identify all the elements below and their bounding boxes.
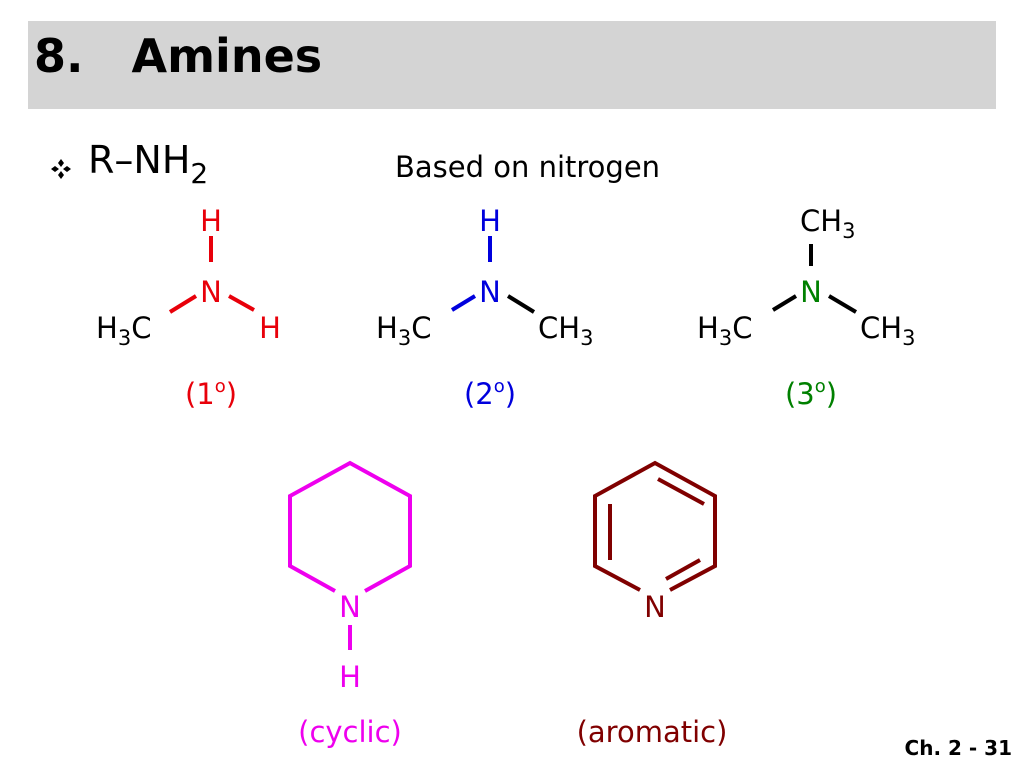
slide-number: Ch. 2 - 31: [904, 736, 1012, 760]
tertiary-top-methyl-group: CH3: [800, 204, 855, 243]
primary-amine-structure: H N H (1o): [168, 204, 281, 411]
secondary-amine-structure: [450, 236, 492, 312]
page-title: 8. Amines: [34, 29, 323, 83]
diamond-bullet-icon: [51, 159, 71, 179]
aromatic-nitrogen: N: [644, 590, 666, 624]
amine-general-formula: R–NH2: [88, 138, 209, 190]
aromatic-label: (aromatic): [577, 715, 728, 749]
cyclic-hydrogen: H: [339, 660, 361, 694]
cyclic-amine-structure: [288, 460, 412, 650]
tertiary-nitrogen: N: [800, 275, 822, 309]
primary-right-hydrogen: H: [259, 311, 281, 345]
tertiary-right-methyl-group: CH3: [860, 311, 915, 350]
cyclic-label: (cyclic): [298, 715, 402, 749]
title-bar: 8. Amines: [28, 21, 996, 109]
aromatic-amine-structure: [593, 460, 717, 592]
secondary-top-hydrogen: H: [479, 204, 501, 238]
secondary-right-methyl-group: CH3: [538, 311, 593, 350]
primary-nitrogen: N: [200, 275, 222, 309]
primary-top-hydrogen: H: [200, 204, 222, 238]
classification-subheading: Based on nitrogen: [395, 150, 661, 184]
tertiary-label: (3o): [785, 376, 837, 411]
primary-methyl-group: H3C: [96, 311, 151, 350]
secondary-left-methyl-group: H3C: [376, 311, 431, 350]
secondary-label: (2o): [464, 376, 516, 411]
secondary-nitrogen: N: [479, 275, 501, 309]
primary-label: (1o): [185, 376, 237, 411]
cyclic-nitrogen: N: [339, 590, 361, 624]
tertiary-left-methyl-group: H3C: [697, 311, 752, 350]
